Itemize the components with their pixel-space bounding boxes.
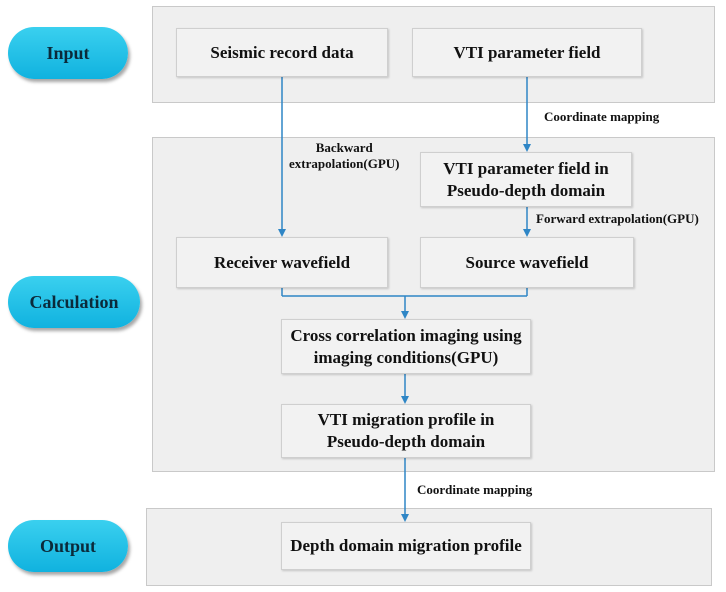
source-wavefield-text: Source wavefield (465, 252, 589, 272)
vti-parameter-text: VTI parameter field (453, 42, 601, 62)
cross-correlation-text: Cross correlation imaging using imaging … (290, 325, 522, 367)
receiver-wavefield-box: Receiver wavefield (176, 237, 388, 288)
depth-migration-text: Depth domain migration profile (290, 536, 522, 555)
seismic-record-box: Seismic record data (176, 28, 388, 77)
stage-input-label: Input (8, 27, 128, 79)
cross-correlation-box: Cross correlation imaging using imaging … (281, 319, 531, 374)
coordinate-mapping-label-top: Coordinate mapping (544, 109, 660, 124)
depth-migration-box: Depth domain migration profile (281, 522, 531, 570)
forward-extrapolation-label: Forward extrapolation(GPU) (536, 211, 699, 226)
vti-pseudo-depth-box: VTI parameter field in Pseudo-depth doma… (420, 152, 632, 207)
source-wavefield-box: Source wavefield (420, 237, 634, 288)
vti-migration-box: VTI migration profile in Pseudo-depth do… (281, 404, 531, 458)
stage-output-text: Output (39, 535, 97, 556)
backward-extrapolation-label: Backward extrapolation(GPU) (289, 140, 400, 171)
vti-parameter-box: VTI parameter field (412, 28, 642, 77)
vti-migration-text: VTI migration profile in Pseudo-depth do… (317, 410, 495, 451)
stage-input-text: Input (46, 42, 90, 63)
vti-pseudo-depth-text: VTI parameter field in Pseudo-depth doma… (443, 158, 609, 200)
receiver-wavefield-text: Receiver wavefield (213, 252, 351, 272)
stage-calculation-label: Calculation (8, 276, 140, 328)
stage-output-label: Output (8, 520, 128, 572)
seismic-record-text: Seismic record data (210, 42, 354, 62)
coordinate-mapping-label-bottom: Coordinate mapping (417, 482, 533, 497)
stage-calculation-text: Calculation (29, 291, 119, 312)
